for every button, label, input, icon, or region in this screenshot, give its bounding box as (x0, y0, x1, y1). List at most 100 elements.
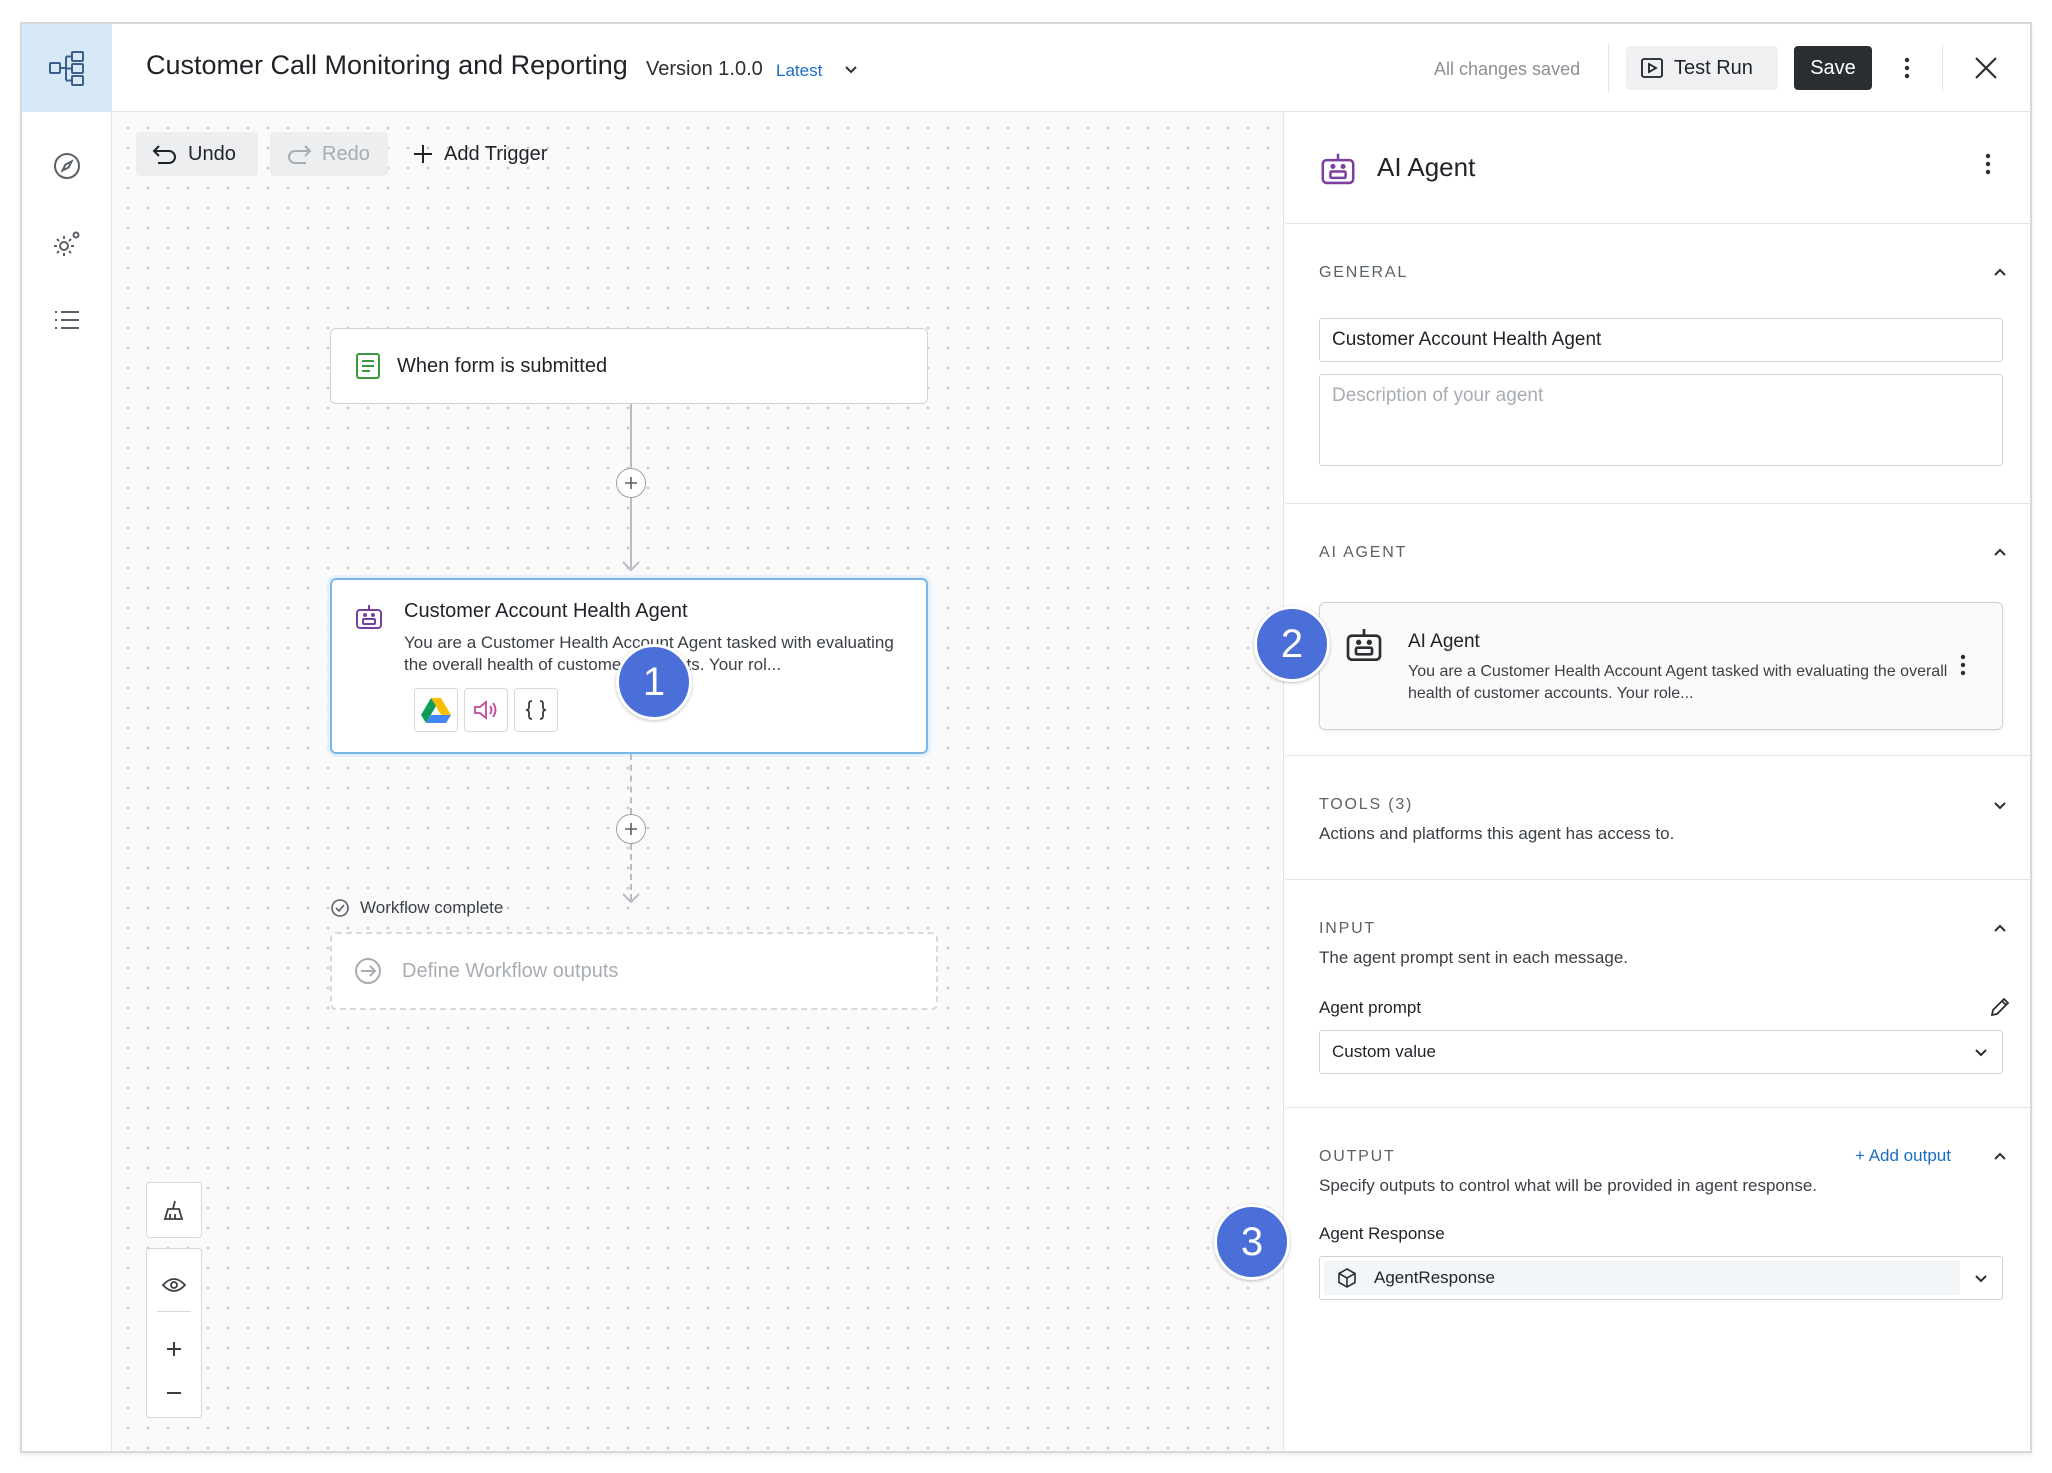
agent-response-select[interactable]: AgentResponse (1319, 1256, 2003, 1300)
test-run-label: Test Run (1674, 56, 1753, 79)
properties-panel: AI Agent GENERAL Customer Account Health… (1285, 112, 2030, 1451)
panel-title: AI Agent (1377, 152, 1476, 182)
output-section: OUTPUT + Add output Specify outputs to c… (1285, 1108, 2030, 1451)
define-outputs-label: Define Workflow outputs (402, 959, 619, 982)
add-step-button[interactable] (616, 468, 646, 498)
version-tag: Latest (776, 61, 823, 80)
version-label[interactable]: Version 1.0.0 (646, 58, 763, 80)
more-vertical-icon[interactable] (1985, 152, 1991, 176)
broom-icon (163, 1200, 184, 1220)
robot-icon (1321, 153, 1355, 185)
preview-button[interactable] (147, 1263, 201, 1307)
input-section-label: INPUT (1319, 920, 1376, 937)
tools-section[interactable]: TOOLS (3) Actions and platforms this age… (1285, 756, 2030, 880)
more-options-button[interactable] (1892, 50, 1922, 86)
chevron-down-icon (1975, 1275, 1987, 1283)
plus-icon (625, 823, 637, 835)
test-run-button[interactable]: Test Run (1626, 46, 1778, 90)
zoom-controls (146, 1248, 202, 1418)
page-title: Customer Call Monitoring and Reporting (146, 50, 628, 80)
chevron-up-icon[interactable] (1991, 920, 2009, 938)
app-window: Customer Call Monitoring and Reporting V… (20, 22, 2032, 1453)
agent-prompt-value: Custom value (1332, 1042, 1436, 1061)
define-outputs-button[interactable]: Define Workflow outputs (330, 932, 938, 1010)
agent-description-input[interactable]: Description of your agent (1319, 374, 2003, 466)
callout-badge-3: 3 (1214, 1204, 1290, 1280)
undo-icon (152, 145, 176, 164)
add-trigger-button[interactable]: Add Trigger (412, 132, 547, 176)
settings-button[interactable] (22, 214, 112, 274)
connector-line-dashed (630, 754, 632, 814)
minus-icon (167, 1392, 181, 1394)
trigger-node[interactable]: When form is submitted (330, 328, 928, 404)
input-section-subtitle: The agent prompt sent in each message. (1319, 948, 1629, 967)
list-icon (55, 311, 79, 329)
ai-agent-card-title: AI Agent (1408, 631, 1480, 652)
add-trigger-label: Add Trigger (444, 142, 548, 165)
save-button[interactable]: Save (1794, 46, 1872, 90)
compass-icon (54, 153, 80, 179)
connector-line-dashed (630, 844, 632, 900)
tool-chip-json[interactable] (514, 688, 558, 732)
workflow-icon (49, 51, 84, 86)
chevron-up-icon[interactable] (1991, 264, 2009, 282)
braces-icon (525, 700, 547, 720)
arrow-down-icon (622, 893, 640, 904)
more-vertical-icon[interactable] (1960, 653, 1966, 677)
explore-button[interactable] (22, 136, 112, 196)
trigger-node-label: When form is submitted (397, 354, 608, 377)
chevron-down-icon (1975, 1049, 1987, 1057)
tidy-canvas-button[interactable] (146, 1182, 202, 1238)
more-vertical-icon (1904, 57, 1910, 79)
input-section: INPUT The agent prompt sent in each mess… (1285, 880, 2030, 1108)
agent-name-input[interactable]: Customer Account Health Agent (1319, 318, 2003, 362)
output-section-subtitle: Specify outputs to control what will be … (1319, 1176, 1818, 1195)
zoom-out-button[interactable] (147, 1371, 201, 1415)
ai-agent-section-label: AI AGENT (1319, 544, 1408, 561)
workflow-view-button[interactable] (22, 24, 112, 112)
add-output-button[interactable]: + Add output (1855, 1146, 1951, 1165)
tool-chip-google-drive[interactable] (414, 688, 458, 732)
ai-agent-card-description: You are a Customer Health Account Agent … (1408, 663, 1948, 702)
cube-icon (1338, 1268, 1356, 1288)
chevron-up-icon[interactable] (1991, 1148, 2009, 1166)
general-section: GENERAL Customer Account Health Agent De… (1285, 224, 2030, 504)
top-header: Customer Call Monitoring and Reporting V… (112, 24, 2030, 112)
version-dropdown[interactable] (842, 60, 860, 83)
agent-response-value: AgentResponse (1374, 1268, 1495, 1287)
pencil-icon[interactable] (1989, 996, 2011, 1018)
select-highlight (1324, 1261, 1960, 1295)
zoom-in-button[interactable] (147, 1327, 201, 1371)
arrow-down-icon (622, 561, 640, 572)
callout-badge-1: 1 (616, 644, 692, 720)
plus-icon (414, 145, 432, 163)
speaker-icon (474, 700, 497, 720)
plus-icon (625, 477, 637, 489)
google-drive-icon (421, 698, 451, 723)
check-circle-icon (331, 899, 349, 917)
close-button[interactable] (1966, 48, 2006, 88)
redo-label: Redo (322, 142, 370, 165)
undo-button[interactable]: Undo (136, 132, 258, 176)
workflow-complete-label: Workflow complete (330, 898, 503, 918)
connector-line (630, 498, 632, 568)
tool-chip-speaker[interactable] (464, 688, 508, 732)
gear-icon (54, 231, 80, 256)
list-button[interactable] (22, 290, 112, 350)
chevron-down-icon[interactable] (1991, 796, 2009, 814)
header-divider (1608, 44, 1609, 92)
plus-icon (167, 1342, 181, 1356)
ai-agent-section: AI AGENT (1285, 504, 2030, 756)
agent-prompt-select[interactable]: Custom value (1319, 1030, 2003, 1074)
ai-agent-card[interactable]: AI Agent You are a Customer Health Accou… (1319, 602, 2003, 730)
add-step-button[interactable] (616, 814, 646, 844)
agent-response-label: Agent Response (1319, 1224, 1445, 1243)
chevron-up-icon[interactable] (1991, 544, 2009, 562)
undo-label: Undo (188, 142, 236, 165)
output-section-label: OUTPUT (1319, 1148, 1396, 1165)
form-icon (356, 353, 380, 379)
workflow-canvas[interactable]: Undo Redo Add Trigger When form is submi… (112, 112, 1284, 1451)
redo-button[interactable]: Redo (270, 132, 388, 176)
callout-badge-2: 2 (1254, 606, 1330, 682)
eye-icon (161, 1278, 187, 1292)
